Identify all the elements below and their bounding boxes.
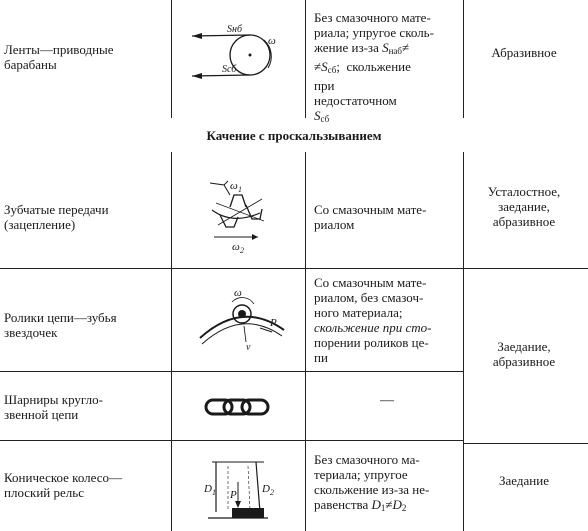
row2-wear: Усталостное, заедание, абразивное [487,184,561,229]
row-rule-4 [464,443,588,444]
svg-text:2: 2 [270,488,274,497]
row2-desc: Со смазочным мате- риалом [314,202,427,232]
tension-label-nab: Sнб [227,24,243,35]
row1-wear: Абразивное [491,45,557,60]
svg-text:1: 1 [212,488,216,497]
row1-name: Ленты—приводные барабаны [4,42,114,72]
diameter-d1-label: D [203,483,212,495]
row4-desc-dash: — [380,393,394,408]
omega-label-roller: ω [234,287,242,299]
omega-label: ω [268,35,276,47]
gear-mesh-diagram: ω 1 ω 2 [209,180,265,255]
section-heading: Качение с проскальзыванием [206,128,382,143]
column-rule-2b [305,152,306,531]
svg-text:2: 2 [240,246,244,255]
row4-name: Шарниры кругло- звенной цепи [4,392,103,422]
column-rule-1 [171,0,172,118]
svg-text:1: 1 [238,185,242,194]
diameter-d2-label: D [261,483,270,495]
row1-desc: Без смазочного мате- риала; упругое скол… [314,10,434,124]
row-rule-3 [0,440,464,441]
row3-name: Ролики цепи—зубья звездочек [4,310,117,340]
row5-wear: Заедание [499,473,549,488]
tension-label-sb: Sсб [222,64,237,75]
row5-name: Коническое колесо— плоский рельс [4,470,123,500]
column-rule-2 [305,0,306,118]
force-p-label: P [269,317,277,329]
force-p-label-wheel: P [229,489,237,501]
row2-name: Зубчатые передачи (зацепление) [4,202,109,232]
column-rule-3 [463,0,464,118]
rows3-4-wear: Заедание, абразивное [492,339,556,369]
omega1-label: ω [230,180,238,192]
bevel-wheel-rail-diagram: P D 1 D 2 [203,461,274,519]
column-rule-1b [171,152,172,531]
omega2-label: ω [232,241,240,253]
row3-desc: Со смазочным мате- риалом, без смазоч- н… [314,275,432,365]
round-link-chain-diagram [204,398,270,416]
row-rule-1 [0,268,588,269]
row5-desc: Без смазочного ма- териала; упругое скол… [314,452,430,513]
column-rule-3b [463,152,464,531]
belt-drum-diagram: Sнб Sсб ω [191,24,276,79]
row-rule-2 [0,371,464,372]
chain-roller-diagram: ω P v [199,287,285,353]
velocity-label: v [246,342,251,353]
